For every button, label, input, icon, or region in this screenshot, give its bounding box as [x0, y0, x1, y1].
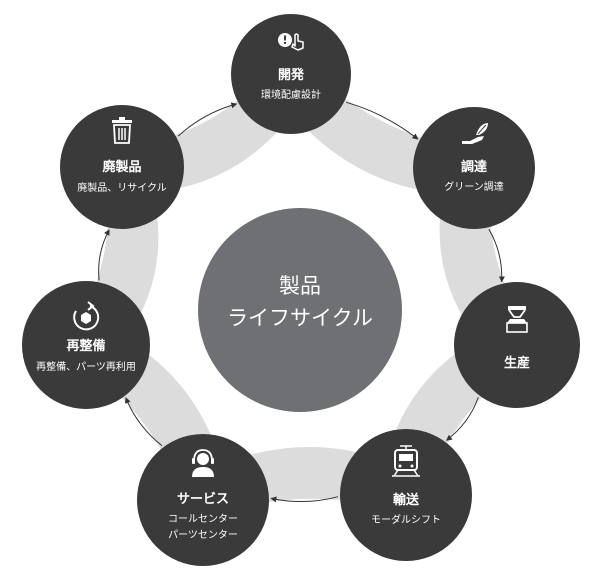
node-disposal-disc — [60, 105, 184, 229]
node-refurbish: 再整備 再整備、パーツ再利用 — [22, 281, 150, 409]
cycle-arrow — [98, 229, 110, 281]
cycle-arrow — [270, 496, 339, 503]
node-production-title: 生産 — [504, 355, 530, 371]
node-production-disc — [454, 282, 580, 408]
node-refurbish-sub: 再整備、パーツ再利用 — [36, 360, 136, 373]
node-procurement-title: 調達 — [461, 159, 487, 175]
node-development-disc — [231, 14, 351, 134]
headset-person-icon — [192, 449, 214, 477]
center-title-line1: 製品 — [279, 274, 321, 298]
node-production: 生産 — [454, 282, 580, 408]
node-procurement-sub: グリーン調達 — [444, 180, 504, 193]
node-transport-disc — [340, 429, 472, 561]
center-title-line2: ライフサイクル — [227, 306, 373, 330]
node-service: サービス コールセンター パーツセンター — [137, 434, 269, 566]
node-transport-sub: モーダルシフト — [371, 513, 441, 526]
node-disposal: 廃製品 廃製品、リサイクル — [60, 105, 184, 229]
center-disc — [198, 208, 402, 412]
cycle-arrow — [125, 397, 163, 447]
recycle-box-icon — [73, 301, 100, 331]
cycle-arrow — [346, 101, 419, 140]
node-service-disc — [137, 434, 269, 566]
cycle-arrow — [445, 397, 479, 441]
hand-leaf-icon — [462, 123, 488, 144]
node-refurbish-title: 再整備 — [66, 338, 105, 354]
node-development-title: 開発 — [278, 67, 305, 83]
node-disposal-sub: 廃製品、リサイクル — [77, 181, 167, 194]
cycle-arrow — [488, 228, 505, 283]
node-transport: 輸送 モーダルシフト — [340, 429, 472, 561]
node-refurbish-disc — [22, 281, 150, 409]
pointer-click-icon — [278, 33, 304, 51]
node-service-sub-1: コールセンター — [168, 513, 238, 525]
node-procurement-disc — [413, 107, 535, 229]
node-development: 開発 環境配慮設計 — [231, 14, 351, 134]
node-service-sub-2: パーツセンター — [168, 529, 238, 541]
cycle-arrow — [177, 102, 238, 137]
node-transport-title: 輸送 — [393, 492, 420, 508]
factory-box-icon — [506, 306, 528, 333]
center-circle: 製品 ライフサイクル — [198, 208, 402, 412]
node-development-sub: 環境配慮設計 — [261, 88, 321, 101]
node-service-title: サービス — [177, 491, 229, 507]
node-procurement: 調達 グリーン調達 — [413, 107, 535, 229]
trash-can-icon — [112, 117, 132, 144]
cycle-arrows — [98, 101, 505, 503]
node-disposal-title: 廃製品 — [101, 159, 141, 175]
train-icon — [392, 445, 420, 477]
